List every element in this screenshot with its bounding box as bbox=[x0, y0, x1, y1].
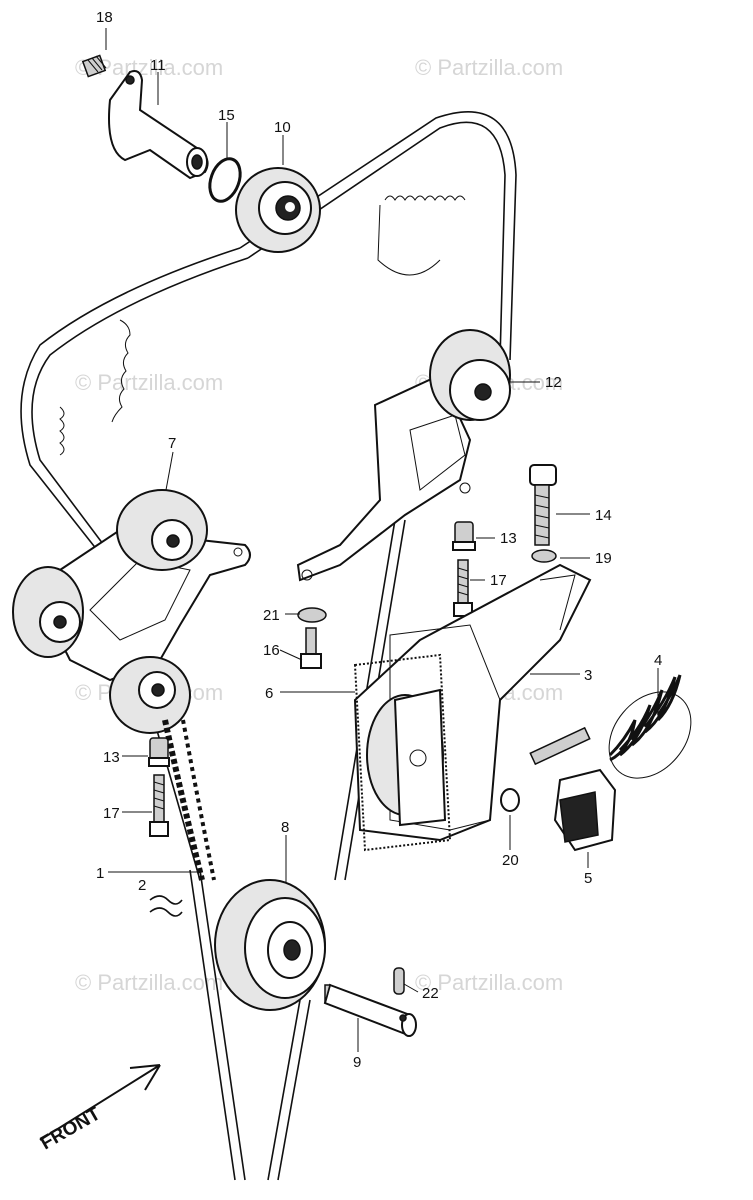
callout-6: 6 bbox=[265, 685, 273, 702]
callout-9: 9 bbox=[353, 1054, 361, 1071]
part-14-bolt bbox=[529, 464, 557, 546]
upper-right-sprocket bbox=[377, 195, 466, 276]
callout-10: 10 bbox=[274, 119, 291, 136]
part-11-holder bbox=[108, 70, 209, 180]
callout-1: 1 bbox=[96, 865, 104, 882]
part-4-spring bbox=[608, 674, 692, 779]
callout-15: 15 bbox=[218, 107, 235, 124]
callout-5: 5 bbox=[584, 870, 592, 887]
callout-13: 13 bbox=[500, 530, 517, 547]
part-17-bolt-right bbox=[453, 559, 473, 617]
part-20-washer bbox=[500, 788, 520, 812]
part-7-tensioner-arm bbox=[12, 489, 251, 734]
callout-4: 4 bbox=[654, 652, 662, 669]
callout-22: 22 bbox=[422, 985, 439, 1002]
callout-3: 3 bbox=[584, 667, 592, 684]
callout-19: 19 bbox=[595, 550, 612, 567]
callout-21: 21 bbox=[263, 607, 280, 624]
part-1-chain bbox=[162, 719, 216, 881]
part-13-cap-left bbox=[148, 737, 170, 767]
part-15-o-ring bbox=[208, 157, 242, 203]
part-22-pin bbox=[393, 967, 405, 995]
part-10-sprocket bbox=[235, 167, 321, 253]
callout-14: 14 bbox=[595, 507, 612, 524]
callout-13: 13 bbox=[103, 749, 120, 766]
part-9-shaft bbox=[323, 983, 417, 1037]
callout-20: 20 bbox=[502, 852, 519, 869]
front-arrow: FRONT bbox=[37, 1064, 161, 1154]
watermark: © Partzilla.com bbox=[415, 55, 563, 80]
watermark: © Partzilla.com bbox=[415, 970, 563, 995]
front-label: FRONT bbox=[37, 1103, 105, 1154]
part-13-cap-right bbox=[452, 521, 476, 551]
part-12-guide bbox=[296, 329, 511, 582]
part-21-washer bbox=[297, 607, 327, 623]
watermark: © Partzilla.com bbox=[75, 970, 223, 995]
watermark: © Partzilla.com bbox=[75, 370, 223, 395]
part-8-roller bbox=[214, 879, 326, 1011]
callout-7: 7 bbox=[168, 435, 176, 452]
part-3-tensioner-body bbox=[353, 563, 592, 842]
callout-8: 8 bbox=[281, 819, 289, 836]
callout-11: 11 bbox=[150, 57, 166, 74]
leader-lines bbox=[105, 28, 659, 1052]
part-2-joint-clip bbox=[149, 895, 183, 917]
part-19-washer bbox=[531, 549, 557, 563]
callout-18: 18 bbox=[96, 9, 113, 26]
part-16-bolt bbox=[300, 627, 322, 669]
part-17-bolt-left bbox=[149, 774, 169, 837]
callout-labels: 18 11 15 10 12 7 14 13 19 17 21 16 3 6 4… bbox=[96, 9, 662, 1071]
callout-12: 12 bbox=[545, 374, 562, 391]
callout-16: 16 bbox=[263, 642, 280, 659]
part-6-gasket bbox=[353, 653, 452, 852]
callout-2: 2 bbox=[138, 877, 146, 894]
part-18-bolt bbox=[81, 54, 107, 78]
callout-17: 17 bbox=[490, 572, 507, 589]
left-sprocket bbox=[59, 319, 131, 456]
part-5-pusher bbox=[529, 726, 617, 852]
callout-17: 17 bbox=[103, 805, 120, 822]
